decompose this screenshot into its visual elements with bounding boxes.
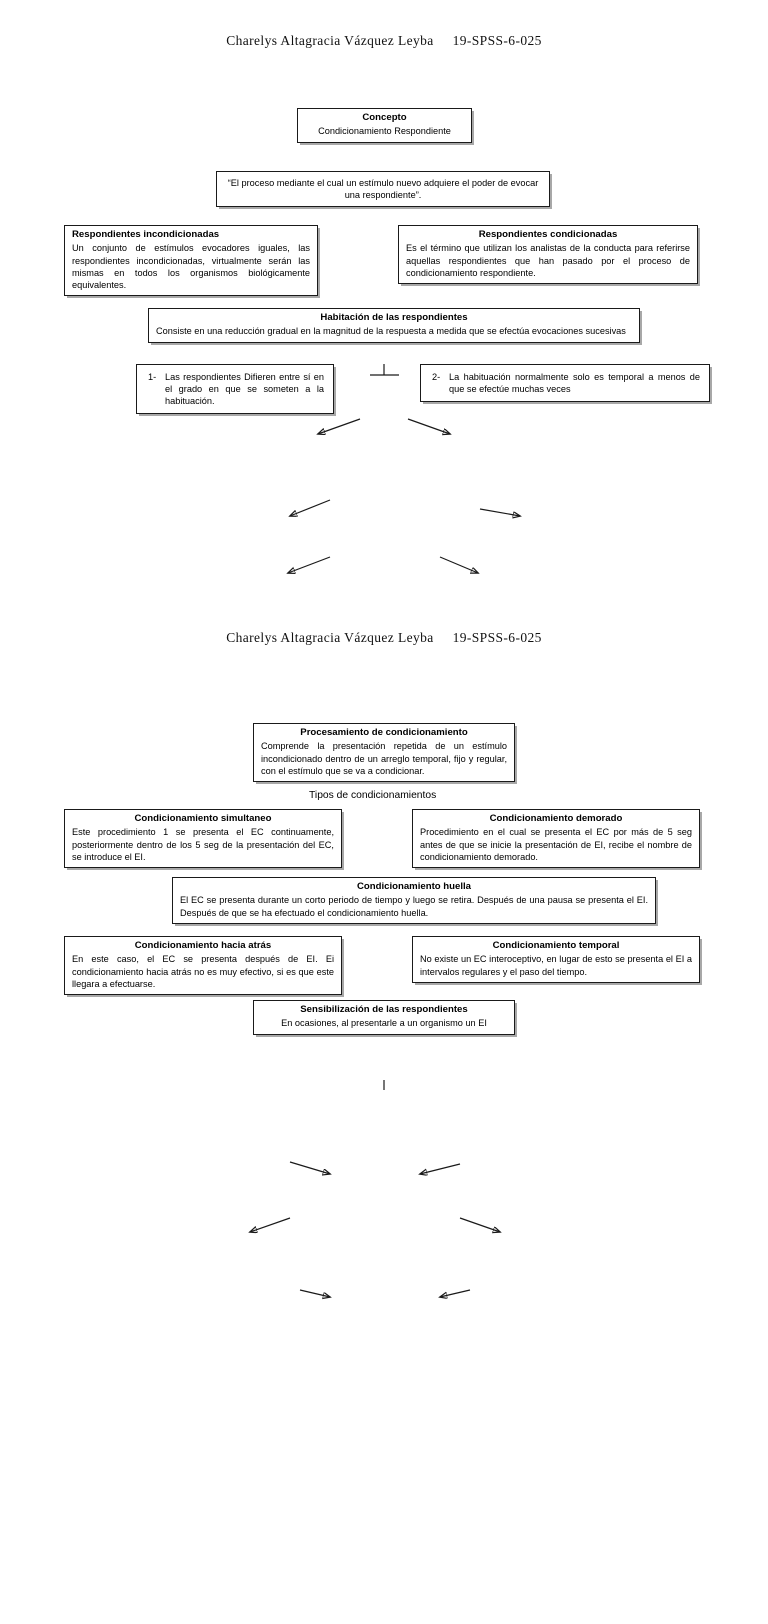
node-habituacion-item-2: 2- La habituación normalmente solo es te… <box>420 364 710 403</box>
connector-incondicionadas-to-habitacion <box>290 499 331 516</box>
node-condicionamiento-hacia-atras-body: En este caso, el EC se presenta después … <box>72 954 334 989</box>
node-habituacion-item-1-body: Las respondientes Difieren entre sí en e… <box>165 372 324 407</box>
connector-condicionadas-to-habitacion <box>479 508 520 516</box>
node-condicionamiento-demorado-title: Condicionamiento demorado <box>489 813 623 824</box>
connector-hacia-atras-to-sensibilizacion <box>299 1289 330 1297</box>
node-quote: “El proceso mediante el cual un estímulo… <box>216 171 550 208</box>
node-respondientes-incondicionadas: Respondientes incondicionadas Un conjunt… <box>64 225 318 296</box>
node-respondientes-condicionadas-title: Respondientes condicionadas <box>478 229 618 240</box>
node-concepto: Concepto Condicionamiento Respondiente <box>297 108 472 143</box>
connector-huella-to-hacia-atras <box>250 1217 291 1232</box>
page-1: Charelys Altagracia Vázquez Leyba 19-SPS… <box>0 0 768 600</box>
node-sensibilizacion-title: Sensibilización de las respondientes <box>300 1004 468 1015</box>
node-condicionamiento-simultaneo-body: Este procedimiento 1 se presenta el EC c… <box>72 827 334 862</box>
connector-temporal-to-sensibilizacion <box>440 1289 471 1297</box>
node-condicionamiento-temporal: Condicionamiento temporal No existe un E… <box>412 936 700 983</box>
node-condicionamiento-demorado-body: Procedimiento en el cual se presenta el … <box>420 827 692 862</box>
connector-quote-to-condicionadas <box>407 418 450 434</box>
page-1-header: Charelys Altagracia Vázquez Leyba 19-SPS… <box>226 33 542 48</box>
node-condicionamiento-huella-body: El EC se presenta durante un corto perio… <box>180 895 648 918</box>
node-habituacion-item-2-body: La habituación normalmente solo es tempo… <box>449 372 700 395</box>
connector-simultaneo-to-huella <box>289 1161 330 1174</box>
node-procesamiento-title: Procesamiento de condicionamiento <box>300 727 468 738</box>
connector-demorado-to-huella <box>420 1163 461 1174</box>
node-procesamiento-body: Comprende la presentación repetida de un… <box>261 741 507 776</box>
node-condicionamiento-hacia-atras: Condicionamiento hacia atrás En este cas… <box>64 936 342 995</box>
page-2-header: Charelys Altagracia Vázquez Leyba 19-SPS… <box>226 630 542 645</box>
connector-huella-to-temporal <box>459 1217 500 1232</box>
node-habituacion-item-1: 1- Las respondientes Difieren entre sí e… <box>136 364 334 415</box>
connector-quote-to-incondicionadas <box>318 418 361 434</box>
node-sensibilizacion: Sensibilización de las respondientes En … <box>253 1000 515 1035</box>
node-respondientes-incondicionadas-title: Respondientes incondicionadas <box>72 229 220 240</box>
node-habituacion-item-1-number: 1- <box>148 372 157 382</box>
node-condicionamiento-simultaneo: Condicionamiento simultaneo Este procedi… <box>64 809 342 868</box>
page-2: Charelys Altagracia Vázquez Leyba 19-SPS… <box>0 600 768 1024</box>
node-quote-body: “El proceso mediante el cual un estímulo… <box>227 178 539 201</box>
node-habituacion-item-2-number: 2- <box>432 372 441 382</box>
node-condicionamiento-huella: Condicionamiento huella El EC se present… <box>172 877 656 924</box>
node-condicionamiento-temporal-body: No existe un EC interoceptivo, en lugar … <box>420 954 692 977</box>
node-habitacion-body: Consiste en una reducción gradual en la … <box>156 326 626 337</box>
connector-habitacion-to-item-2 <box>439 556 478 573</box>
node-concepto-body: Condicionamiento Respondiente <box>318 126 451 137</box>
node-sensibilizacion-body: En ocasiones, al presentarle a un organi… <box>281 1018 487 1029</box>
node-condicionamiento-temporal-title: Condicionamiento temporal <box>492 940 620 951</box>
node-concepto-title: Concepto <box>362 112 407 123</box>
node-habitacion-title: Habitación de las respondientes <box>320 312 468 323</box>
node-procesamiento: Procesamiento de condicionamiento Compre… <box>253 723 515 782</box>
node-condicionamiento-demorado: Condicionamiento demorado Procedimiento … <box>412 809 700 868</box>
node-habitacion: Habitación de las respondientes Consiste… <box>148 308 640 343</box>
node-condicionamiento-huella-title: Condicionamiento huella <box>356 881 472 892</box>
node-condicionamiento-hacia-atras-title: Condicionamiento hacia atrás <box>134 940 272 951</box>
node-respondientes-condicionadas: Respondientes condicionadas Es el términ… <box>398 225 698 284</box>
node-respondientes-incondicionadas-body: Un conjunto de estímulos evocadores igua… <box>72 243 310 290</box>
node-respondientes-condicionadas-body: Es el término que utilizan los analistas… <box>406 243 690 278</box>
label-tipos-de-condicionamientos: Tipos de condicionamientos <box>309 790 437 801</box>
connector-habitacion-to-item-1 <box>288 556 331 573</box>
node-condicionamiento-simultaneo-title: Condicionamiento simultaneo <box>134 813 272 824</box>
